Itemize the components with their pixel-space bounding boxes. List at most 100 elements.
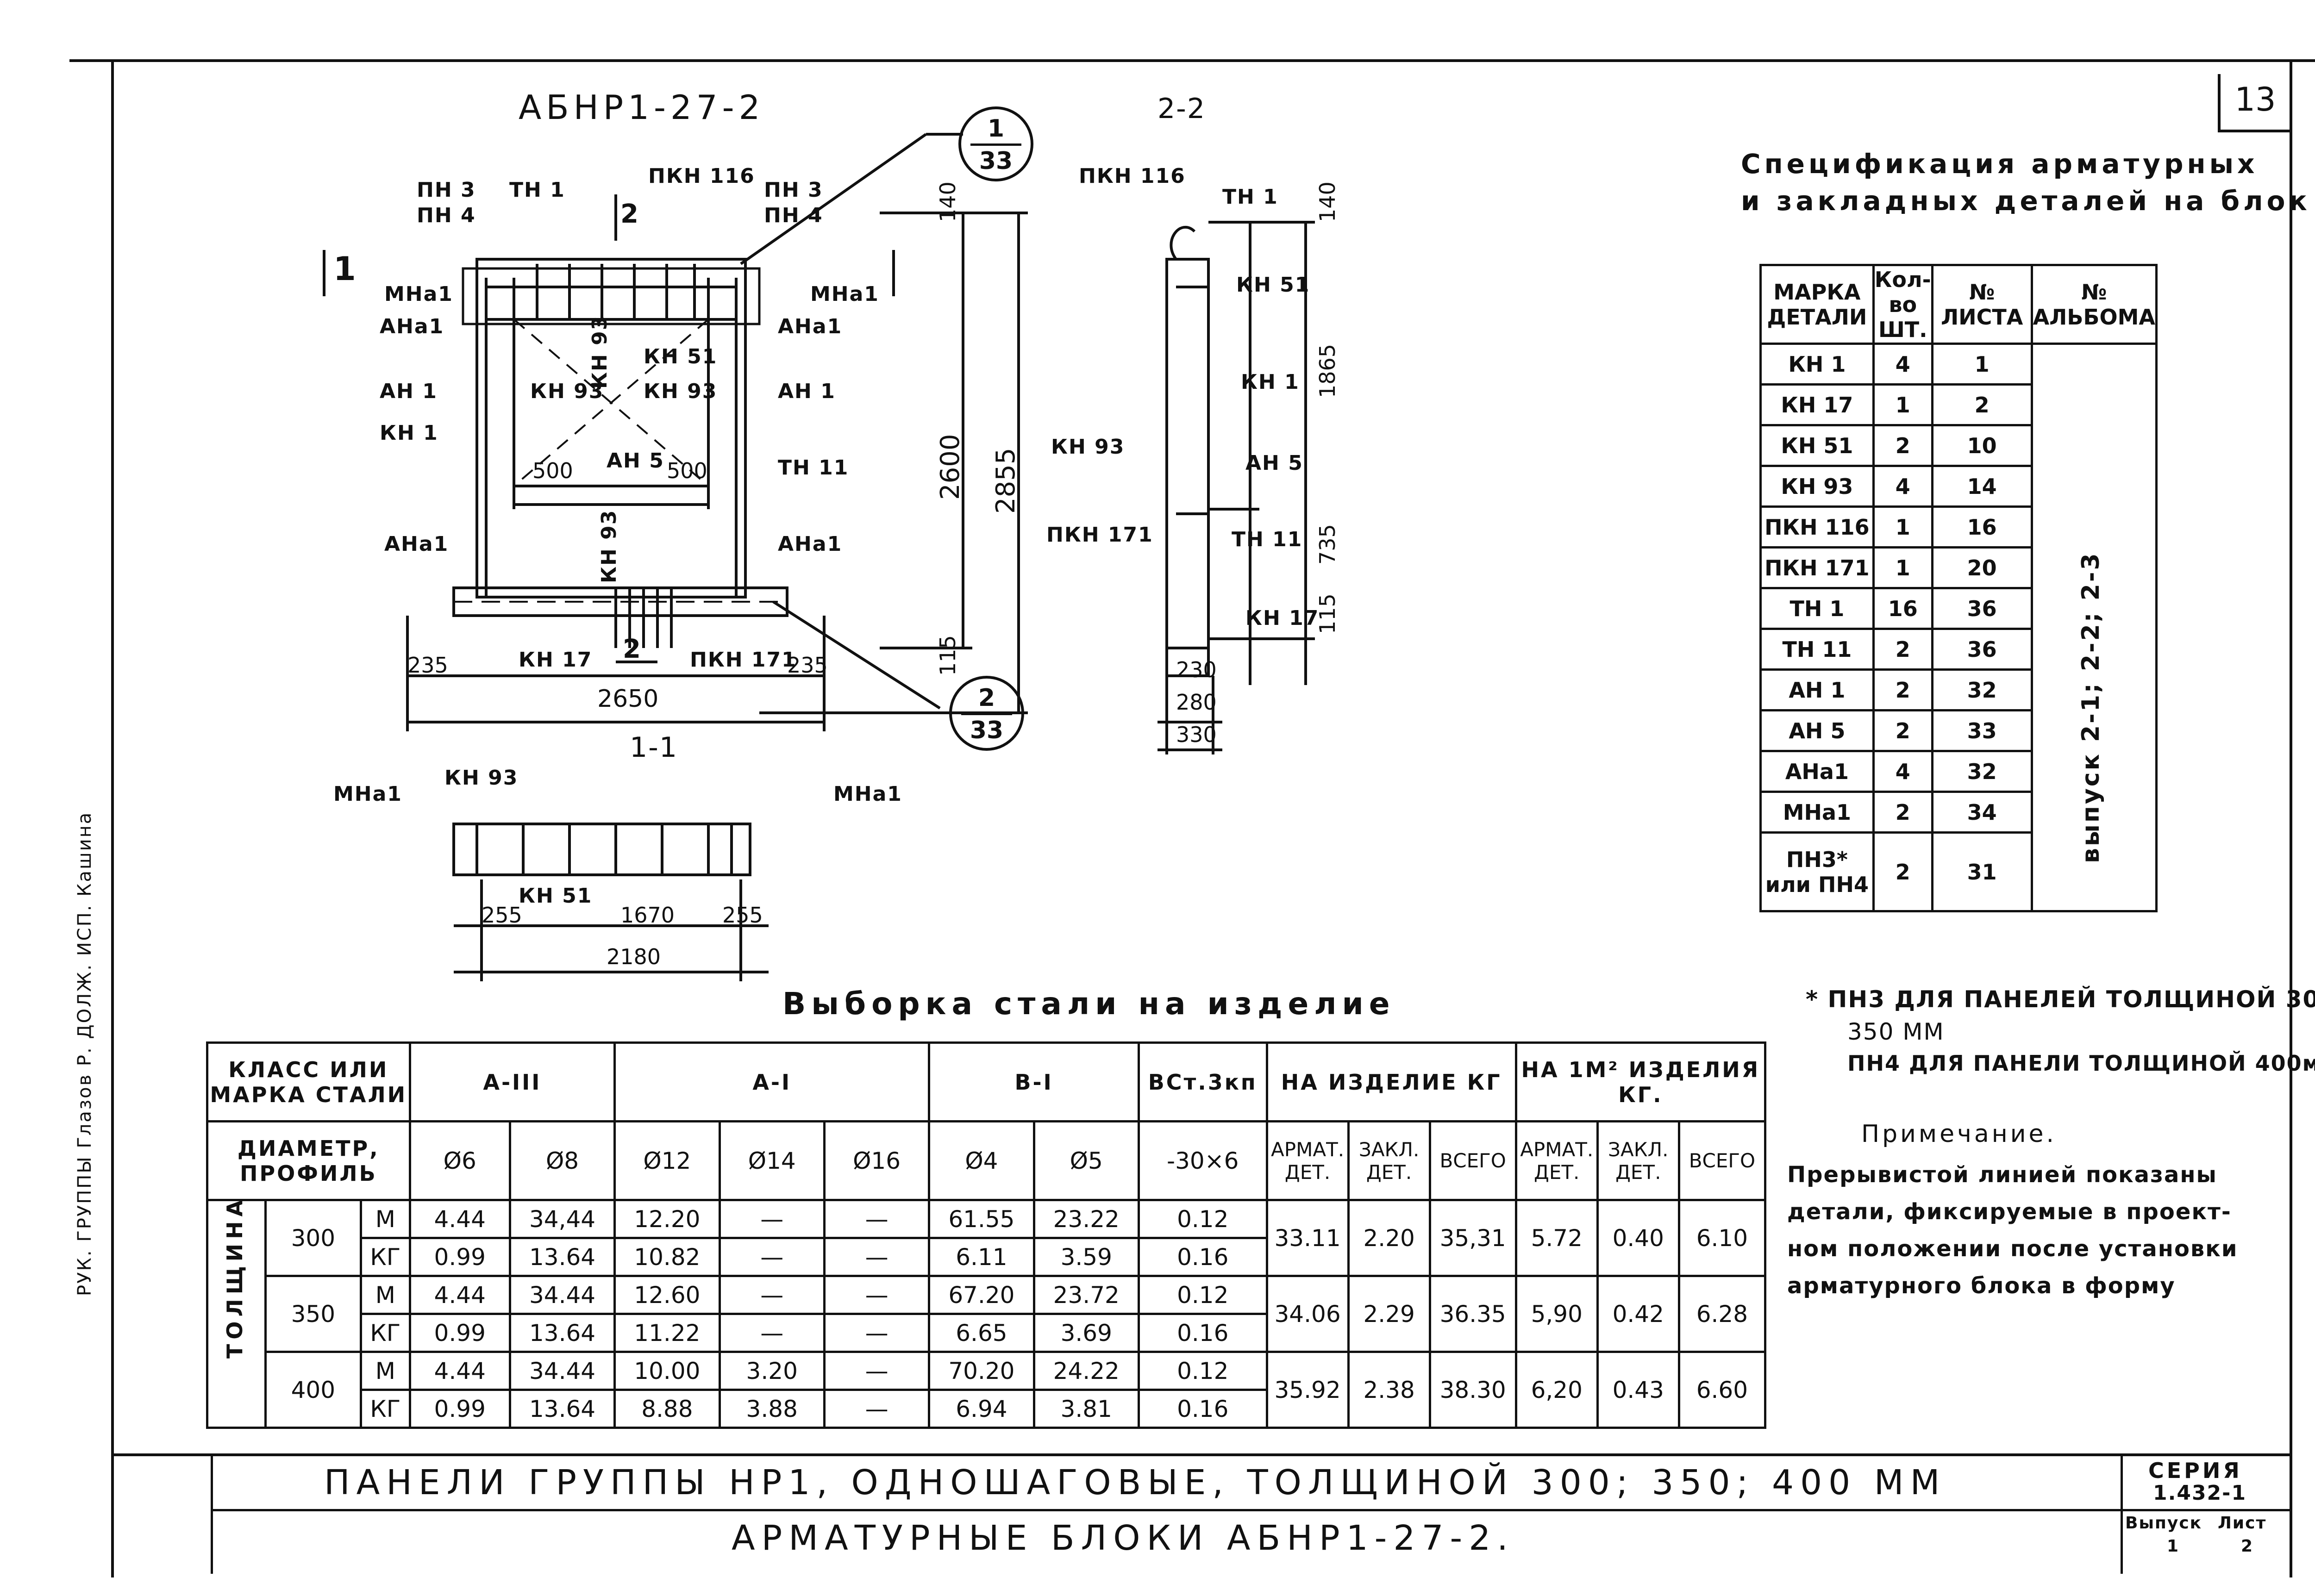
steel-total: 0.40 <box>1596 1199 1680 1277</box>
s22-label-tn11: ТН 11 <box>1232 528 1303 551</box>
steel-cell: 0.16 <box>1137 1237 1268 1277</box>
note-line-4: арматурного блока в форму <box>1787 1273 2176 1299</box>
series-value: 1.432-1 <box>2153 1481 2247 1505</box>
thickness-value: 300 <box>264 1199 362 1277</box>
table-row: КГ 0.99 13.64 11.22 — — 6.65 3.69 0.16 <box>207 1313 1765 1353</box>
issue-value: 1 <box>2167 1537 2180 1556</box>
steel-sub: АРМАТ. ДЕТ. <box>1265 1120 1350 1201</box>
steel-sub: ЗАКЛ. ДЕТ. <box>1596 1120 1680 1201</box>
label-pn4-right: ПН 4 <box>764 204 823 227</box>
steel-diam-row: ДИАМЕТР, ПРОФИЛЬ Ø6 Ø8 Ø12 Ø14 Ø16 Ø4 Ø5… <box>206 1120 1767 1201</box>
steel-cell: 3.59 <box>1032 1237 1140 1277</box>
spec-header-qty: Кол-во ШТ. <box>1872 264 1933 345</box>
steel-cell: 34.44 <box>508 1275 616 1315</box>
steel-total: 33.11 <box>1265 1199 1350 1277</box>
steel-sub: ВСЕГО <box>1677 1120 1767 1201</box>
s22-label-pkn171: ПКН 171 <box>1046 523 1153 547</box>
callout-top: 2 <box>978 684 995 712</box>
sheet-value: 2 <box>2241 1537 2254 1556</box>
section-22-drawing <box>1158 221 1315 754</box>
note-title: Примечание. <box>1861 1120 2057 1148</box>
s22-dim-115: 115 <box>1315 593 1340 634</box>
s22-label-kn93: КН 93 <box>1051 435 1125 459</box>
spec-cell: ПН3* или ПН4 <box>1759 831 1875 912</box>
steel-header-class: КЛАСС ИЛИ МАРКА СТАЛИ <box>206 1041 411 1122</box>
title-line-2: АРМАТУРНЫЕ БЛОКИ АБНР1-27-2. <box>732 1518 1514 1558</box>
label-kn93-vertical: КН 93 <box>588 315 612 389</box>
steel-cell: 4.44 <box>408 1351 511 1391</box>
spec-album-merged: выпуск 2-1; 2-2; 2-3 <box>2077 551 2105 863</box>
spec-cell: 1 <box>1872 383 1933 426</box>
label-kn1-left: КН 1 <box>380 421 438 445</box>
steel-cell: 0.12 <box>1137 1275 1268 1315</box>
s11-label-kn93: КН 93 <box>444 766 519 790</box>
steel-total: 5,90 <box>1514 1275 1599 1353</box>
steel-cell: 3.69 <box>1032 1313 1140 1353</box>
steel-cell: 0.99 <box>408 1237 511 1277</box>
spec-cell: 2 <box>1872 709 1933 752</box>
steel-total: 6,20 <box>1514 1351 1599 1429</box>
steel-cell: 0.12 <box>1137 1351 1268 1391</box>
steel-header-per-m2: НА 1М² ИЗДЕЛИЯ КГ. <box>1514 1041 1767 1122</box>
spec-cell: 36 <box>1931 628 2033 671</box>
spec-cell: 31 <box>1931 831 2033 912</box>
thickness-value: 400 <box>264 1351 362 1429</box>
steel-cell: — <box>718 1313 826 1353</box>
spec-cell: КН 17 <box>1759 383 1875 426</box>
label-kn17: КН 17 <box>519 648 593 672</box>
steel-total: 2.38 <box>1347 1351 1431 1429</box>
steel-cell: — <box>823 1199 931 1239</box>
callout-top: 1 <box>987 115 1005 143</box>
spec-cell: 20 <box>1931 546 2033 589</box>
steel-total: 35,31 <box>1428 1199 1517 1277</box>
frame-right-line <box>2290 59 2292 1577</box>
spec-cell: 16 <box>1931 505 2033 549</box>
dim-2600: 2600 <box>935 434 965 500</box>
steel-cell: 34.44 <box>508 1351 616 1391</box>
table-row: КГ 0.99 13.64 8.88 3.88 — 6.94 3.81 0.16 <box>207 1389 1765 1429</box>
spec-cell: 16 <box>1872 587 1933 630</box>
steel-cell: 70.20 <box>928 1351 1035 1391</box>
steel-cell: 6.94 <box>928 1389 1035 1429</box>
s22-dim-1865: 1865 <box>1315 343 1340 398</box>
steel-cell: КГ <box>359 1237 411 1277</box>
steel-cell: 6.11 <box>928 1237 1035 1277</box>
steel-cell: 34,44 <box>508 1199 616 1239</box>
s11-label-kn51: КН 51 <box>519 884 593 908</box>
s11-label-mna1-left: МНа1 <box>333 782 402 806</box>
s22-dim-230: 230 <box>1176 657 1217 682</box>
steel-cell: 4.44 <box>408 1199 511 1239</box>
steel-cell: 10.00 <box>613 1351 721 1391</box>
steel-total: 2.29 <box>1347 1275 1431 1353</box>
steel-cell: 13.64 <box>508 1313 616 1353</box>
section-11-title: 1-1 <box>630 731 678 764</box>
steel-sub: АРМАТ. ДЕТ. <box>1514 1120 1599 1201</box>
frame-top-line <box>69 59 2315 62</box>
s22-label-kn17: КН 17 <box>1245 606 1320 630</box>
spec-cell: 2 <box>1872 668 1933 711</box>
steel-title: Выборка стали на изделие <box>782 986 1395 1022</box>
steel-cell: 3.20 <box>718 1351 826 1391</box>
sheet-label: Лист <box>2218 1514 2267 1533</box>
spec-cell: АН 1 <box>1759 668 1875 711</box>
note-line-3: ном положении после установки <box>1787 1236 2238 1262</box>
label-pn3-right: ПН 3 <box>764 178 823 202</box>
steel-class-b1: В-I <box>928 1041 1140 1122</box>
label-ana1-right-top: АНа1 <box>778 315 843 338</box>
spec-cell: 10 <box>1931 424 2033 467</box>
callout-1-33: 1 33 <box>958 106 1033 181</box>
label-kn93-a: КН 93 <box>530 380 604 403</box>
dim-235a: 235 <box>407 653 448 678</box>
spec-cell: 34 <box>1931 791 2033 834</box>
series-label: СЕРИЯ <box>2148 1458 2242 1483</box>
callout-divider <box>961 713 1012 715</box>
steel-total: 34.06 <box>1265 1275 1350 1353</box>
spec-cell: 4 <box>1872 465 1933 508</box>
label-an1-right: АН 1 <box>778 380 836 403</box>
section-11-drawing <box>452 823 769 981</box>
spec-cell: АН 5 <box>1759 709 1875 752</box>
main-drawing-title: АБНР1-27-2 <box>519 88 765 127</box>
footnote-line3: ПН4 ДЛЯ ПАНЕЛИ ТОЛЩИНОЙ 400мм <box>1847 1051 2315 1076</box>
